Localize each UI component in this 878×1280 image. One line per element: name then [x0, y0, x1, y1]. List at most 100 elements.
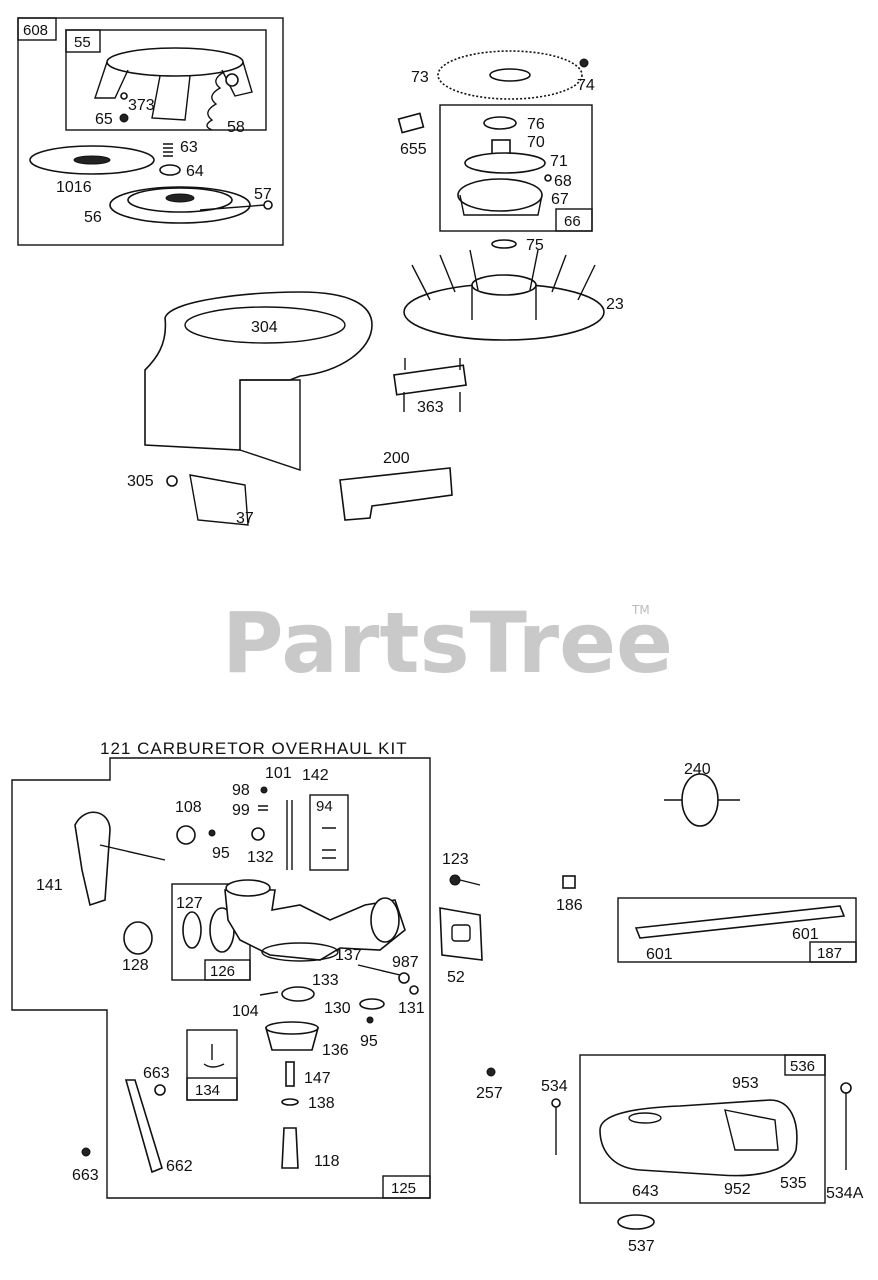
- part-label-104: 104: [232, 1003, 259, 1020]
- clutch-group: 73 74 655 66 76 70 71 68 67 75 23: [397, 50, 624, 341]
- fuel-tank-part: [599, 1099, 798, 1177]
- carburetor-body-part: [224, 889, 406, 961]
- part-label-95-lower: 95: [360, 1033, 378, 1050]
- group-tag-608: [17, 17, 57, 41]
- part-label-535: 535: [780, 1175, 807, 1192]
- part-label-95-upper: 95: [212, 845, 230, 862]
- group-label-608: 608: [23, 22, 48, 39]
- part-label-655: 655: [400, 141, 427, 158]
- part-label-118: 118: [314, 1153, 340, 1170]
- deflector-part: [339, 467, 453, 521]
- watermark-trademark: TM: [631, 603, 650, 617]
- part-label-200: 200: [383, 450, 410, 467]
- part-label-643: 643: [632, 1183, 659, 1200]
- blower-housing-group: 304 305 37 363 200: [127, 291, 467, 527]
- part-label-304: 304: [251, 319, 278, 336]
- part-label-67: 67: [551, 191, 569, 208]
- group-tag-55: [65, 29, 101, 53]
- group-box-125: [11, 757, 431, 1199]
- group-box-608: [17, 17, 284, 246]
- part-label-58: 58: [227, 119, 245, 136]
- part-label-65: 65: [95, 111, 113, 128]
- part-label-56: 56: [84, 209, 102, 226]
- group-box-536: [579, 1054, 826, 1204]
- gasket-part: [439, 907, 483, 961]
- governor-link-part: [124, 1079, 163, 1174]
- part-label-138: 138: [308, 1095, 335, 1112]
- throttle-lever-part: [74, 811, 111, 907]
- part-label-52: 52: [447, 969, 465, 986]
- part-label-73: 73: [411, 69, 429, 86]
- part-label-74: 74: [577, 77, 595, 94]
- clutch-housing-part: [457, 178, 543, 212]
- part-label-99: 99: [232, 802, 250, 819]
- part-label-186: 186: [556, 897, 583, 914]
- part-label-305: 305: [127, 473, 154, 490]
- group-label-125: 125: [391, 1180, 416, 1197]
- part-label-363: 363: [417, 399, 444, 416]
- part-label-136: 136: [322, 1042, 349, 1059]
- part-label-257: 257: [476, 1085, 503, 1102]
- fuel-line-group: 240 186 187 601 601: [556, 761, 857, 963]
- part-label-534: 534: [541, 1078, 568, 1095]
- part-label-131: 131: [398, 1000, 425, 1017]
- gasket-group: 123 52 257: [439, 851, 503, 1102]
- watermark-text: PartsTree: [222, 594, 673, 692]
- part-label-23: 23: [606, 296, 624, 313]
- part-label-132: 132: [247, 849, 274, 866]
- part-label-952: 952: [724, 1181, 751, 1198]
- carburetor-group: 121 CARBURETOR OVERHAUL KIT 125 94 126 1…: [11, 739, 431, 1199]
- group-label-126: 126: [210, 963, 235, 980]
- part-label-128: 128: [122, 957, 149, 974]
- part-label-123: 123: [442, 851, 469, 868]
- group-box-55: [65, 29, 267, 131]
- group-label-187: 187: [817, 945, 842, 962]
- group-box-94: [309, 794, 349, 871]
- group-box-187: [617, 897, 857, 963]
- group-box-66: [439, 104, 593, 232]
- spring-part: [206, 71, 225, 131]
- part-label-71: 71: [550, 153, 568, 170]
- part-label-601-right: 601: [792, 926, 819, 943]
- fuel-tank-group: 536 534 953 643 952 535 534A 537: [541, 1054, 864, 1255]
- group-label-94: 94: [316, 798, 333, 815]
- part-label-130: 130: [324, 1000, 351, 1017]
- part-label-142: 142: [302, 767, 329, 784]
- fuel-line-part: [634, 905, 846, 939]
- part-label-137: 137: [335, 947, 362, 964]
- part-label-101: 101: [265, 765, 292, 782]
- group-label-66: 66: [564, 213, 581, 230]
- part-label-133: 133: [312, 972, 339, 989]
- part-label-141: 141: [36, 877, 63, 894]
- blower-housing-part: [144, 291, 373, 451]
- rewind-starter-group: 608 55 373 65 58 63 64 1016 57 56: [17, 17, 284, 246]
- part-label-76: 76: [527, 116, 545, 133]
- part-label-662: 662: [166, 1158, 193, 1175]
- part-label-63: 63: [180, 139, 198, 156]
- part-label-537: 537: [628, 1238, 655, 1255]
- fuel-cap-gasket-part: [617, 1214, 655, 1230]
- part-label-70: 70: [527, 134, 545, 151]
- group-label-134: 134: [195, 1082, 220, 1099]
- part-label-663-lower: 663: [72, 1167, 99, 1184]
- part-label-64: 64: [186, 163, 204, 180]
- part-label-147: 147: [304, 1070, 331, 1087]
- part-label-127: 127: [176, 895, 203, 912]
- part-label-373: 373: [128, 97, 155, 114]
- bracket-part: [393, 364, 467, 396]
- part-label-601-left: 601: [646, 946, 673, 963]
- part-label-663-upper: 663: [143, 1065, 170, 1082]
- group-label-536: 536: [790, 1058, 815, 1075]
- part-label-987: 987: [392, 954, 419, 971]
- carb-kit-title: 121 CARBURETOR OVERHAUL KIT: [100, 739, 408, 758]
- part-label-953: 953: [732, 1075, 759, 1092]
- part-label-108: 108: [175, 799, 202, 816]
- group-label-55: 55: [74, 34, 91, 51]
- part-label-98: 98: [232, 782, 250, 799]
- part-label-240: 240: [684, 761, 711, 778]
- part-label-68: 68: [554, 173, 572, 190]
- part-label-534a: 534A: [826, 1185, 864, 1202]
- screw-part: [119, 113, 129, 123]
- part-label-57: 57: [254, 186, 272, 203]
